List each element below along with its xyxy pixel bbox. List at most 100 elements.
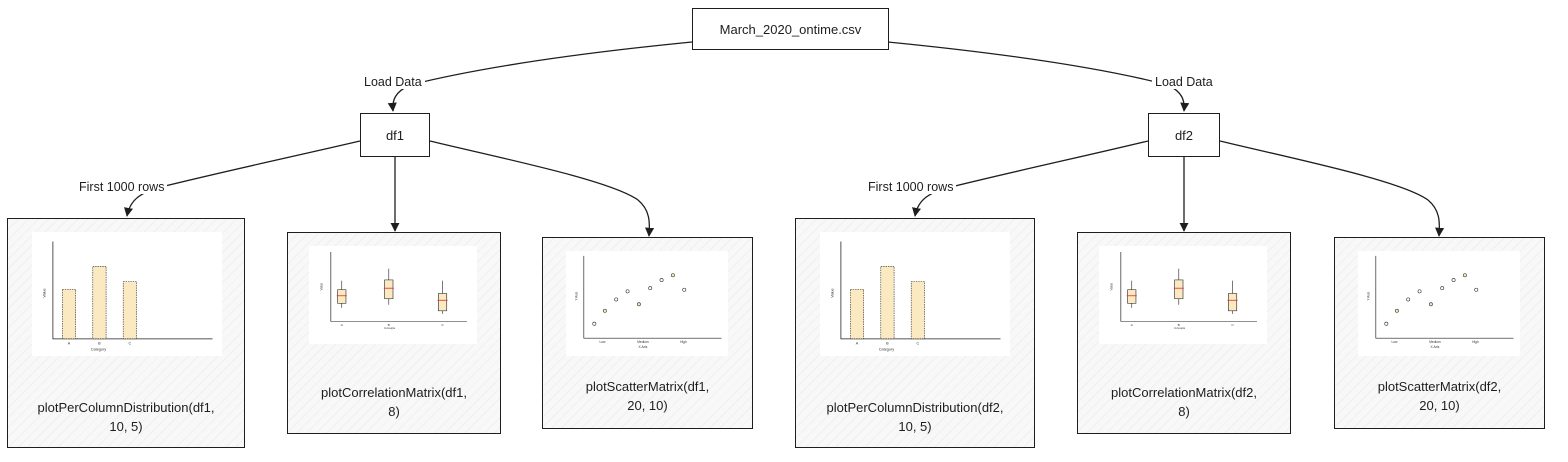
edge-label-first-rows-left: First 1000 rows: [76, 180, 168, 194]
tick-label: A: [856, 342, 859, 346]
df1-label: df1: [385, 127, 405, 143]
tick-label: Low: [599, 340, 606, 344]
card-label: plotPerColumnDistribution(df2, 10, 5): [826, 400, 1004, 434]
bar: [910, 281, 925, 340]
axis: [583, 255, 722, 339]
scatter-point: [1428, 302, 1433, 307]
x-axis-label: X Axis: [1430, 345, 1439, 349]
card-label: plotPerColumnDistribution(df1, 10, 5): [37, 400, 215, 434]
edge-label-load-data-right: Load Data: [1152, 75, 1216, 89]
edge-df2-card6: [1219, 140, 1445, 237]
df2-node: df2: [1148, 113, 1220, 157]
df1-node: df1: [360, 113, 430, 157]
box-plot-thumbnail: A B C Groups Value: [309, 246, 477, 344]
tick-label: A: [1131, 323, 1134, 327]
tick-label: Low: [1391, 340, 1398, 344]
tick-label: B: [1178, 323, 1180, 327]
axis: [330, 252, 467, 322]
tick-label: A: [68, 342, 71, 346]
card-per-column-distribution-df2: A B C Category Value plotPerColumnDistributi…: [795, 218, 1035, 448]
axis: [52, 241, 213, 340]
scatter-point: [1451, 278, 1456, 282]
card-label: plotScatterMatrix(df1, 20, 10): [585, 379, 710, 413]
tick-label: High: [1472, 340, 1479, 344]
tick-label: C: [916, 342, 919, 346]
bar: [122, 281, 137, 340]
scatter-point: [614, 297, 619, 302]
scatter-point: [625, 289, 630, 294]
tick-label: C: [128, 342, 131, 346]
box: [438, 293, 448, 312]
box: [1228, 293, 1238, 312]
box: [1127, 289, 1137, 304]
box: [384, 279, 394, 300]
card-per-column-distribution-df1: A B C Category Value plotPerColumnDistributi…: [7, 218, 245, 448]
y-axis-label: Y Axis: [574, 291, 578, 300]
x-axis-label: X Axis: [638, 345, 647, 349]
bar: [62, 288, 76, 340]
edge-df1-card3: [429, 140, 655, 237]
tick-label: B: [98, 342, 101, 346]
scatter-point: [1384, 321, 1389, 326]
bar-chart-thumbnail: A B C Category Value: [820, 232, 1010, 356]
bar: [880, 266, 895, 340]
y-axis-label: Value: [1109, 283, 1113, 291]
x-axis-label: Groups: [384, 326, 395, 330]
x-axis-label: Category: [91, 347, 106, 351]
scatter-point: [1463, 273, 1467, 278]
tick-label: C: [1231, 323, 1234, 327]
box: [337, 289, 347, 304]
scatter-point: [1474, 287, 1479, 292]
card-scatter-matrix-df1: Low Medium High X Axis Y Axis plotScatterMat…: [542, 237, 753, 429]
tick-label: Medium: [637, 340, 649, 344]
scatter-plot-thumbnail: Low Medium High X Axis Y Axis: [1358, 251, 1520, 356]
edge-root-df1: [387, 41, 693, 112]
bar: [92, 266, 107, 340]
axis: [1120, 252, 1257, 322]
scatter-point: [671, 273, 675, 278]
bar-chart-thumbnail: A B C Category Value: [32, 232, 222, 356]
y-axis-label: Value: [830, 288, 834, 297]
scatter-point: [602, 308, 607, 313]
csv-source-node: March_2020_ontime.csv: [692, 8, 889, 50]
x-axis-label: Category: [879, 347, 894, 351]
scatter-point: [648, 286, 653, 291]
scatter-point: [682, 287, 687, 292]
csv-source-label: March_2020_ontime.csv: [719, 21, 862, 37]
df2-label: df2: [1174, 127, 1194, 143]
bar: [850, 288, 864, 340]
x-axis-label: Groups: [1174, 326, 1185, 330]
axis: [1375, 255, 1514, 339]
card-label: plotCorrelationMatrix(df2, 8): [1111, 385, 1257, 419]
y-axis-label: Value: [42, 288, 46, 297]
tick-label: High: [680, 340, 687, 344]
box: [1174, 279, 1184, 300]
scatter-point: [1440, 286, 1445, 291]
card-label: plotCorrelationMatrix(df1, 8): [321, 385, 467, 419]
card-correlation-matrix-df1: A B C Groups Value plotCorrelationMatrix(df1…: [287, 232, 501, 434]
tick-label: Medium: [1429, 340, 1441, 344]
box-plot-thumbnail: A B C Groups Value: [1099, 246, 1267, 344]
tick-label: B: [886, 342, 889, 346]
scatter-point: [1394, 308, 1399, 313]
tick-label: C: [441, 323, 444, 327]
tick-label: A: [341, 323, 344, 327]
scatter-point: [1406, 297, 1411, 302]
axis: [840, 241, 1001, 340]
edge-label-first-rows-right: First 1000 rows: [865, 180, 957, 194]
y-axis-label: Value: [319, 283, 323, 291]
scatter-point: [659, 278, 664, 282]
edge-df2-card4: [912, 140, 1149, 217]
scatter-point: [592, 321, 597, 326]
card-correlation-matrix-df2: A B C Groups Value plotCorrelationMatrix(df2…: [1077, 232, 1291, 434]
edge-df1-card1: [124, 140, 361, 217]
edge-root-df2: [887, 41, 1190, 112]
tick-label: B: [388, 323, 390, 327]
y-axis-label: Y Axis: [1366, 291, 1370, 300]
scatter-plot-thumbnail: Low Medium High X Axis Y Axis: [566, 251, 728, 356]
scatter-point: [636, 302, 641, 307]
edge-label-load-data-left: Load Data: [361, 75, 425, 89]
scatter-point: [1417, 289, 1422, 294]
